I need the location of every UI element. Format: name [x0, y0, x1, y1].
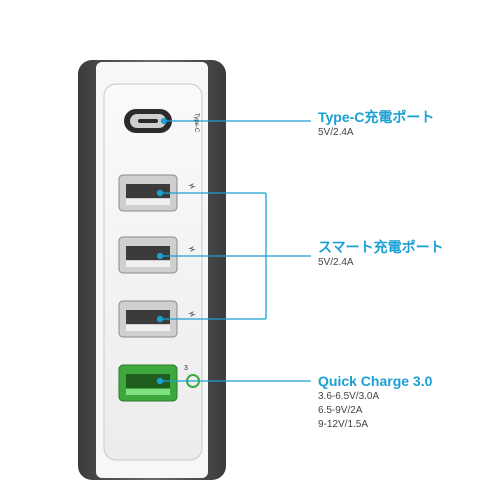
- callout-type-c-spec: 5V/2.4A: [318, 127, 354, 138]
- callout-smart-port-title: スマート充電ポート: [318, 239, 444, 255]
- usb-a-quick-charge-port: [118, 364, 178, 402]
- callout-quick-charge-spec-2: 6.5-9V/2A: [318, 405, 363, 416]
- callout-smart-port-spec: 5V/2.4A: [318, 257, 354, 268]
- callout-quick-charge: Quick Charge 3.0 3.6-6.5V/3.0A 6.5-9V/2A…: [318, 372, 432, 432]
- callout-quick-charge-spec-3: 9-12V/1.5A: [318, 419, 369, 430]
- usb-a-port-3: [118, 300, 178, 338]
- callout-lines: [156, 117, 311, 385]
- callout-quick-charge-spec-1: 3.6-6.5V/3.0A: [318, 391, 380, 402]
- callout-quick-charge-title: Quick Charge 3.0: [318, 373, 433, 389]
- callout-smart-port: スマート充電ポート 5V/2.4A: [318, 238, 444, 270]
- callout-type-c-title: Type-C充電ポート: [318, 109, 435, 125]
- usb-a-port-2: [118, 236, 178, 274]
- callout-type-c: Type-C充電ポート 5V/2.4A: [318, 108, 434, 140]
- qc-port-text: 3: [184, 365, 188, 372]
- port-indicator-icons: [188, 183, 196, 317]
- type-c-port-text: Type-C: [193, 113, 199, 133]
- type-c-port: [124, 109, 172, 133]
